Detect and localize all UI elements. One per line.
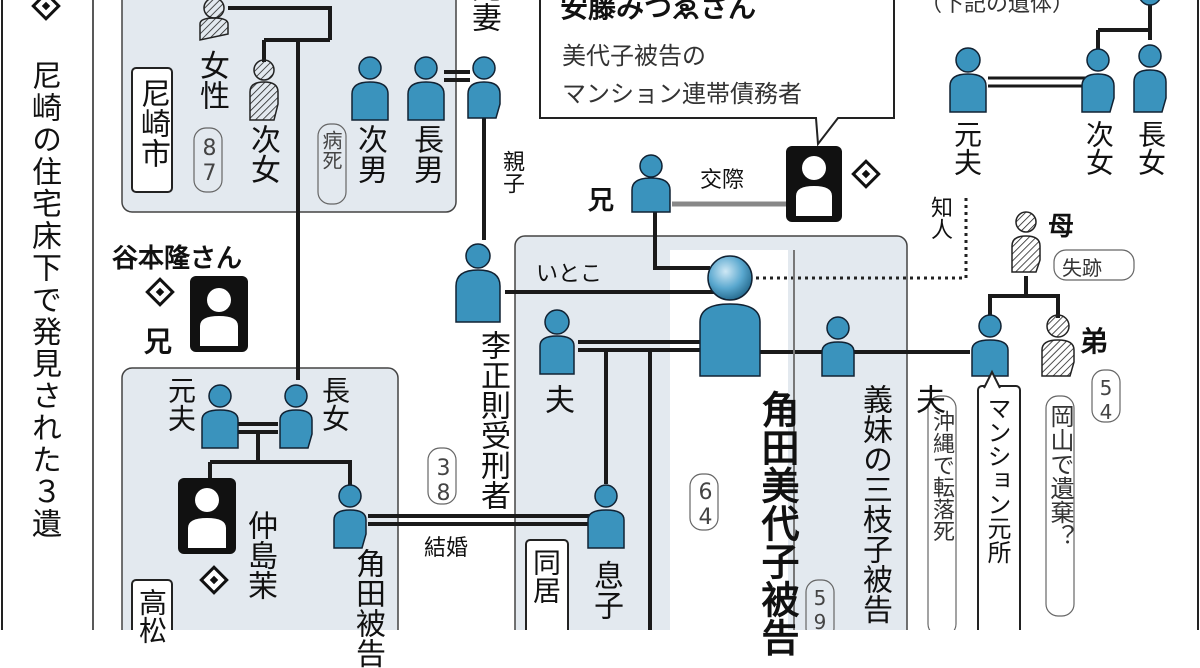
tanimoto-role: 兄: [144, 325, 173, 358]
mansion-tag-label: マンション元所: [983, 396, 1011, 564]
second-daughter-a-name: 次女: [245, 124, 280, 184]
amagasaki-label-frame: [131, 67, 173, 193]
doukyo-label: 同居: [529, 548, 562, 604]
outer-frame: [1, 0, 1199, 630]
doukyo-label-frame: [525, 539, 569, 630]
ando-line1: 美代子被告の: [562, 42, 706, 70]
miyoko-name: 角田美代子被告: [755, 390, 799, 656]
ex-husband-r-name: 元夫: [950, 120, 983, 176]
son-name: 息子: [588, 560, 623, 620]
relation-shinshi: 親子: [499, 150, 524, 194]
younger-brother-name: 弟: [1080, 325, 1109, 358]
nakajima-name: 仲島茉: [242, 510, 277, 600]
mieko-name: 義妹の三枝子被告: [857, 384, 892, 624]
photo-frame-ando: [786, 146, 842, 222]
diamond-markers: [31, 0, 881, 595]
eldest-son-name: 長男: [408, 124, 443, 184]
diamond-icon: [851, 159, 881, 189]
ando-line2: マンション連帯債務者: [562, 80, 802, 108]
ando-callout-box: [539, 0, 895, 147]
diamond-icon: [145, 277, 175, 307]
relation-kousai: 交際: [700, 168, 745, 193]
husband-right-note: 沖縄で転落死: [929, 410, 954, 542]
mother-note: 失跡: [1062, 256, 1102, 280]
female87-name: 女性: [194, 50, 229, 110]
tanimoto-name: 谷本隆さん: [112, 244, 243, 274]
husband-right-name: 夫: [910, 384, 945, 414]
right-marriage-lines: [988, 46, 1100, 88]
kakuda-b-name: 角田被告: [350, 548, 385, 668]
mieko-age: 59: [808, 586, 832, 634]
eldest-daughter-r-name: 長女: [1134, 120, 1167, 176]
relation-kekkon: 結婚: [424, 536, 469, 561]
amagasaki-box: [121, 0, 457, 213]
diagram-title: 尼崎の住宅床下で発見された３遺: [26, 60, 61, 540]
takamatsu-label-frame: [131, 579, 173, 630]
miyoko-head: [707, 255, 753, 301]
relationship-diagram: [1, 0, 1199, 630]
photo-frame-nakajima: [178, 478, 236, 554]
takamatsu-label: 高松: [135, 588, 168, 644]
second-son-note: 病死: [319, 130, 343, 170]
relation-itoko: いとこ: [536, 262, 603, 287]
ex-husband-a-name: 元夫: [164, 376, 197, 432]
younger-brother-age: 54: [1094, 376, 1118, 424]
relation-chijin: 知人: [927, 196, 952, 240]
takamatsu-box: [121, 367, 399, 630]
top-right-note: （下記の遺体）: [920, 0, 1075, 17]
second-daughter-r-name: 次女: [1082, 120, 1115, 176]
mother-name: 母: [1048, 212, 1075, 242]
ri-age: 38: [431, 456, 456, 506]
chijin-dotted-line: [756, 196, 968, 280]
diamond-icon: [31, 0, 61, 21]
eldest-daughter-a-name: 長女: [318, 376, 351, 432]
miyoko-age: 64: [693, 480, 718, 530]
younger-brother-note: 岡山で遺棄？: [1046, 404, 1074, 548]
second-son-name: 次男: [352, 124, 387, 184]
family-lines: [208, 0, 1152, 630]
photo-frame-tanimoto: [190, 276, 248, 352]
amagasaki-label: 尼崎市: [135, 78, 170, 168]
diamond-icon: [199, 565, 229, 595]
ex-wife-name: 元妻: [466, 0, 501, 32]
ando-name: 安藤みつゑさん: [560, 0, 757, 24]
ri-name: 李正則受刑者: [475, 330, 510, 510]
elder-brother-name: 兄: [588, 186, 615, 216]
female87-age: 87: [197, 136, 222, 186]
person-figures: [201, 0, 1167, 549]
deceased-figures: [199, 0, 1075, 377]
husband-name: 夫: [539, 384, 574, 414]
